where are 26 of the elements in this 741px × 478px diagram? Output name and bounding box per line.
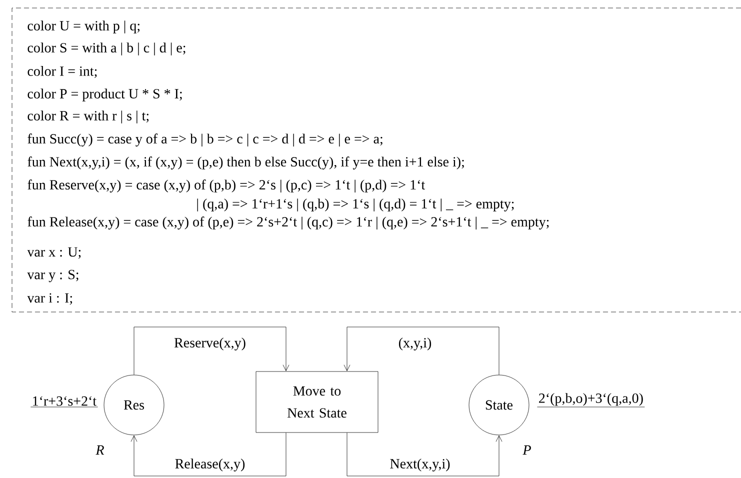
edge-label: Next(x,y,i): [390, 458, 450, 472]
code-line: var i : I;: [27, 293, 72, 305]
arc-arrow: [344, 326, 500, 375]
initial-marking: 2‘(p,b,o)+3‘(q,a,0): [537, 393, 645, 408]
code-line: var y : S;: [27, 270, 78, 282]
code-line: fun Next(x,y,i) = (x, if (x,y) = (p,e) then b else Succ(y), if y=e then i+1 else i);: [28, 156, 464, 170]
code-line: fun Succ(y) = case y of a => b | b => c | c => d | d => e | e => a;: [28, 134, 382, 146]
arc-arrow: [346, 432, 502, 476]
arc-arrow: [134, 326, 290, 375]
code-line: fun Reserve(x,y) = case (x,y) of (p,b) => 2‘s | (p,c) => 1‘t | (p,d) => 1‘t: [28, 180, 426, 192]
place-type: P: [522, 445, 531, 455]
code-line: color S = with a | b | c | d | e;: [28, 42, 186, 56]
code-line: var x : U;: [27, 247, 81, 259]
arc-arrow: [130, 432, 286, 476]
code-line: color R = with r | s | t;: [28, 110, 149, 124]
transition-box: Move to Next State: [256, 371, 378, 433]
code-line: | (q,a) => 1‘r+1‘s | (q,b) => 1‘s | (q,d) = 1‘t | _ => empty;: [197, 198, 514, 212]
edge-label: (x,y,i): [398, 338, 432, 350]
place-type: R: [96, 445, 104, 455]
edge-label: Release(x,y): [175, 458, 245, 472]
initial-marking: 1‘r+3‘s+2‘t: [30, 396, 98, 408]
code-line: color P = product U * S * I;: [28, 88, 182, 102]
code-line: fun Release(x,y) = case (x,y) of (p,e) => 2‘s+2‘t | (q,c) => 1‘r | (q,e) => 2‘s+1‘t | _ => empty;: [28, 216, 549, 230]
code-line: color I = int;: [28, 66, 97, 78]
code-line: color U = with p | q;: [28, 20, 140, 34]
edge-label: Reserve(x,y): [174, 338, 246, 350]
